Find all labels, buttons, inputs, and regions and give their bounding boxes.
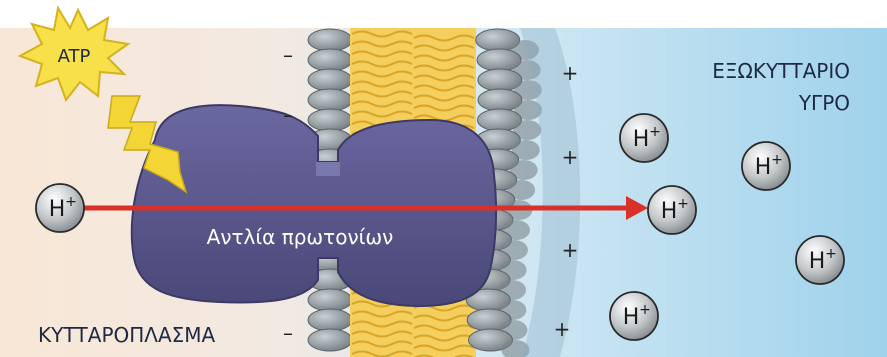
proton-ion: H+ [610,292,658,340]
proton-ion: H+ [742,142,790,190]
lipid-head [308,289,352,311]
negative-charge: – [283,321,293,345]
proton-ion: H+ [620,114,668,162]
lipid-head [308,329,352,351]
proton-ion: H+ [36,184,84,232]
lipid-head [308,109,352,131]
lipid-head [308,29,352,51]
lipid-head [308,89,352,111]
proton-ion: H+ [648,186,696,234]
ion-charge-superscript: + [639,302,651,318]
extracellular-label-line2: ΥΓΡΟ [798,91,850,115]
pump-channel [316,162,340,176]
pump-label: Αντλία πρωτονίων [207,225,394,249]
ion-charge-superscript: + [825,246,837,262]
ion-symbol: H [623,305,640,330]
ion-symbol: H [633,127,650,152]
extracellular-label-line1: ΕΞΩΚΥΤΤΑΡΙΟ [712,59,850,83]
positive-charge: + [562,238,579,262]
ion-charge-superscript: + [677,196,689,212]
lipid-head [308,49,352,71]
top-margin [0,0,887,28]
negative-charge: – [283,103,293,127]
positive-charge: + [554,317,571,341]
ion-symbol: H [661,199,678,224]
atp-label: ATP [58,46,91,67]
proton-ion: H+ [796,236,844,284]
lipid-head [308,309,352,331]
ion-charge-superscript: + [771,152,783,168]
lipid-head [308,69,352,91]
positive-charge: + [562,61,579,85]
positive-charge: + [562,145,579,169]
cytoplasm-label: ΚΥΤΤΑΡΟΠΛΑΣΜΑ [38,323,216,347]
ion-symbol: H [809,249,826,274]
negative-charge: – [283,43,293,67]
ion-symbol: H [755,155,772,180]
ion-charge-superscript: + [649,124,661,140]
ion-symbol: H [49,197,66,222]
ion-charge-superscript: + [65,194,77,210]
